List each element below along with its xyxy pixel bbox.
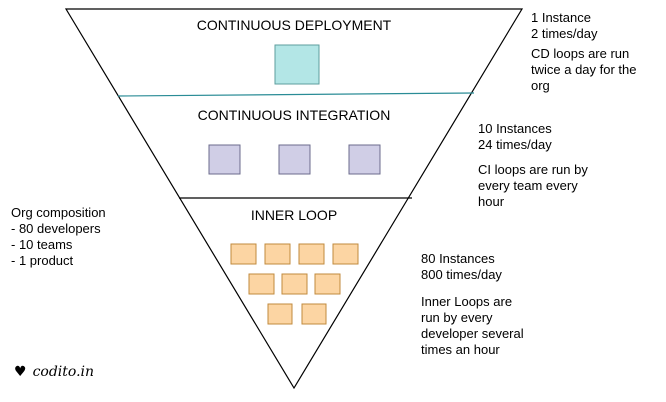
cd-stage-title: CONTINUOUS DEPLOYMENT <box>196 17 392 33</box>
ci-instances: 10 Instances <box>478 121 552 136</box>
inner-instance-box <box>264 243 291 265</box>
inner-instance-box <box>267 303 293 325</box>
heart-icon: ♥ <box>14 364 27 380</box>
inner-frequency: 800 times/day <box>421 267 502 282</box>
inner-stage-title: INNER LOOP <box>250 207 338 223</box>
inner-instance-box <box>298 243 325 265</box>
cd-ci-divider <box>117 92 475 97</box>
ci-instance-box <box>348 144 381 175</box>
cd-instances: 1 Instance <box>531 10 591 25</box>
inner-instances: 80 Instances <box>421 251 495 266</box>
cd-instance-box <box>274 44 320 85</box>
inner-instance-box <box>230 243 257 265</box>
inner-instance-box <box>301 303 327 325</box>
inner-instance-box <box>332 243 359 265</box>
inner-note: Inner Loops are run by every developer s… <box>421 294 524 357</box>
inner-instance-box <box>314 273 341 295</box>
cd-note: CD loops are run twice a day for the org <box>531 46 637 93</box>
ci-stage-title: CONTINUOUS INTEGRATION <box>197 107 391 123</box>
ci-note: CI loops are run by every team every hou… <box>478 162 588 209</box>
ci-instance-box <box>278 144 311 175</box>
brand-text: codito.in <box>32 364 95 380</box>
org-composition: Org composition - 80 developers - 10 tea… <box>11 205 106 268</box>
inner-instance-box <box>248 273 275 295</box>
ci-instance-box <box>208 144 241 175</box>
cd-frequency: 2 times/day <box>531 26 598 41</box>
ci-frequency: 24 times/day <box>478 137 552 152</box>
brand-mark: ♥ codito.in <box>14 364 94 380</box>
inner-instance-box <box>281 273 308 295</box>
